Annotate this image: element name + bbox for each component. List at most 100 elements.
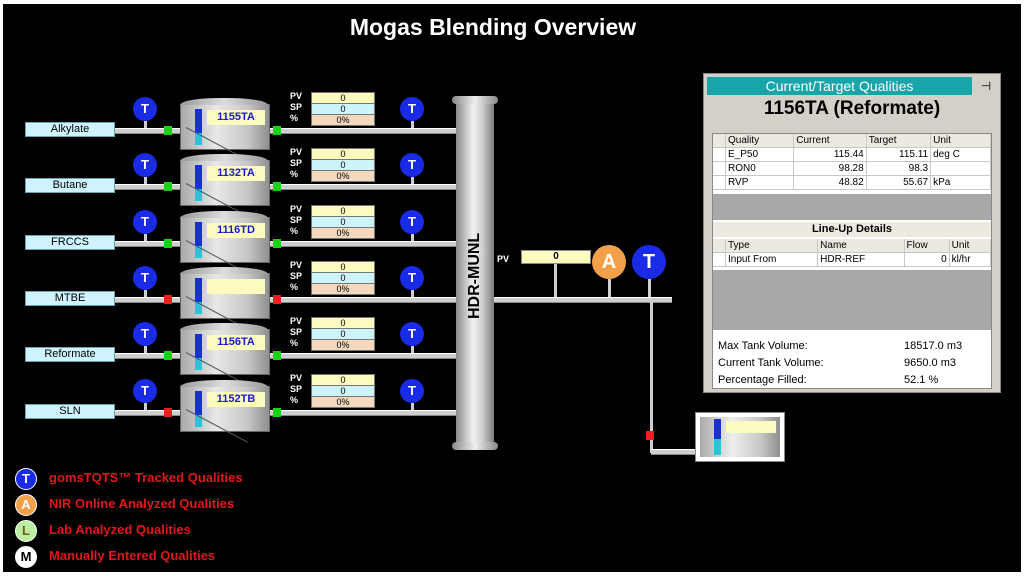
sp-value: 0 bbox=[311, 328, 375, 339]
outlet-valve[interactable] bbox=[273, 408, 281, 417]
storage-tank[interactable]: 1156TA bbox=[180, 323, 270, 386]
storage-tank[interactable]: 1116TD bbox=[180, 211, 270, 274]
source-label[interactable]: MTBE bbox=[25, 291, 115, 306]
tracked-quality-badge-header[interactable]: T bbox=[400, 379, 424, 403]
inlet-valve[interactable] bbox=[164, 295, 172, 304]
pin-icon[interactable]: ⊣ bbox=[980, 79, 992, 93]
storage-tank[interactable]: 1132TA bbox=[180, 154, 270, 217]
pv-value: 0 bbox=[311, 205, 375, 216]
inlet-valve[interactable] bbox=[164, 182, 172, 191]
tracked-quality-badge-source[interactable]: T bbox=[133, 210, 157, 234]
max-volume-label: Max Tank Volume: bbox=[718, 340, 808, 352]
outlet-valve[interactable] bbox=[273, 295, 281, 304]
storage-tank[interactable]: 1152TB bbox=[180, 380, 270, 443]
tracked-quality-badge-header[interactable]: T bbox=[400, 97, 424, 121]
pct-value: 0% bbox=[311, 227, 375, 239]
source-label[interactable]: Alkylate bbox=[25, 122, 115, 137]
tracked-quality-badge-header[interactable]: T bbox=[400, 322, 424, 346]
sp-value: 0 bbox=[311, 103, 375, 114]
tracked-quality-badge-source[interactable]: T bbox=[133, 153, 157, 177]
qualities-column-header[interactable]: Unit bbox=[930, 134, 991, 148]
row-selector[interactable] bbox=[713, 175, 726, 190]
legend-badge-icon: M bbox=[15, 546, 37, 568]
row-selector[interactable] bbox=[713, 161, 726, 176]
badge-stem bbox=[144, 121, 147, 128]
tank-tag: 1152TB bbox=[207, 392, 265, 407]
source-label[interactable]: SLN bbox=[25, 404, 115, 419]
row-selector[interactable] bbox=[713, 252, 726, 267]
tank-level-gauge bbox=[195, 278, 202, 314]
outlet-valve[interactable] bbox=[273, 182, 281, 191]
inlet-valve[interactable] bbox=[164, 126, 172, 135]
tank-level-fill bbox=[195, 189, 202, 201]
outlet-valve[interactable] bbox=[273, 351, 281, 360]
pct-value: 0% bbox=[311, 339, 375, 351]
inlet-valve[interactable] bbox=[164, 408, 172, 417]
lineup-title: Line-Up Details bbox=[713, 222, 991, 237]
feed-pipe bbox=[115, 297, 457, 303]
tracked-quality-badge-source[interactable]: T bbox=[133, 97, 157, 121]
source-label[interactable]: FRCCS bbox=[25, 235, 115, 250]
downcomer-pipe bbox=[650, 301, 653, 453]
badge-stem bbox=[144, 403, 147, 410]
tank-tag bbox=[207, 279, 265, 294]
tracked-quality-badge-source[interactable]: T bbox=[133, 266, 157, 290]
qualities-column-header[interactable]: Current bbox=[793, 134, 867, 148]
lineup-column-header[interactable]: Name bbox=[817, 239, 905, 253]
tank-level-fill bbox=[195, 358, 202, 370]
qualities-cell bbox=[930, 161, 991, 176]
lineup-cell: 0 bbox=[904, 252, 950, 267]
badge-stem bbox=[411, 234, 414, 241]
tank-level-gauge bbox=[195, 222, 202, 258]
inlet-valve[interactable] bbox=[164, 351, 172, 360]
tracked-quality-badge-header[interactable]: T bbox=[400, 266, 424, 290]
outlet-valve[interactable] bbox=[273, 126, 281, 135]
tracked-quality-badge-header[interactable]: T bbox=[400, 153, 424, 177]
source-label[interactable]: Butane bbox=[25, 178, 115, 193]
tracked-quality-badge-source[interactable]: T bbox=[133, 379, 157, 403]
row-selector[interactable] bbox=[713, 147, 726, 162]
lineup-column-header[interactable]: Flow bbox=[904, 239, 950, 253]
sp-row-label: SP bbox=[290, 102, 303, 112]
page-title: Mogas Blending Overview bbox=[349, 14, 637, 40]
header-pipe[interactable] bbox=[452, 96, 498, 450]
pct-row-label: % bbox=[290, 169, 299, 179]
storage-tank[interactable]: 1155TA bbox=[180, 98, 270, 161]
qualities-column-header[interactable]: Target bbox=[866, 134, 932, 148]
feed-pipe bbox=[115, 128, 457, 134]
destination-tank[interactable] bbox=[695, 412, 785, 462]
outlet-valve[interactable] bbox=[273, 239, 281, 248]
tank-roof bbox=[180, 98, 268, 105]
destination-valve[interactable] bbox=[646, 431, 654, 440]
tracked-quality-badge-header[interactable]: T bbox=[400, 210, 424, 234]
lineup-column-header[interactable]: Unit bbox=[949, 239, 992, 253]
qualities-column-header[interactable]: Quality bbox=[725, 134, 795, 148]
tracked-quality-badge-source[interactable]: T bbox=[133, 322, 157, 346]
badge-stem bbox=[411, 121, 414, 128]
sp-value: 0 bbox=[311, 385, 375, 396]
legend-badge-icon: T bbox=[15, 468, 37, 490]
tracked-quality-badge-outlet[interactable]: T bbox=[632, 245, 666, 279]
source-label[interactable]: Reformate bbox=[25, 347, 115, 362]
nir-analyzer-badge[interactable]: A bbox=[592, 245, 626, 279]
inlet-valve[interactable] bbox=[164, 239, 172, 248]
sp-row-label: SP bbox=[290, 271, 303, 281]
lineup-column-header[interactable]: Type bbox=[725, 239, 819, 253]
storage-tank[interactable] bbox=[180, 267, 270, 330]
